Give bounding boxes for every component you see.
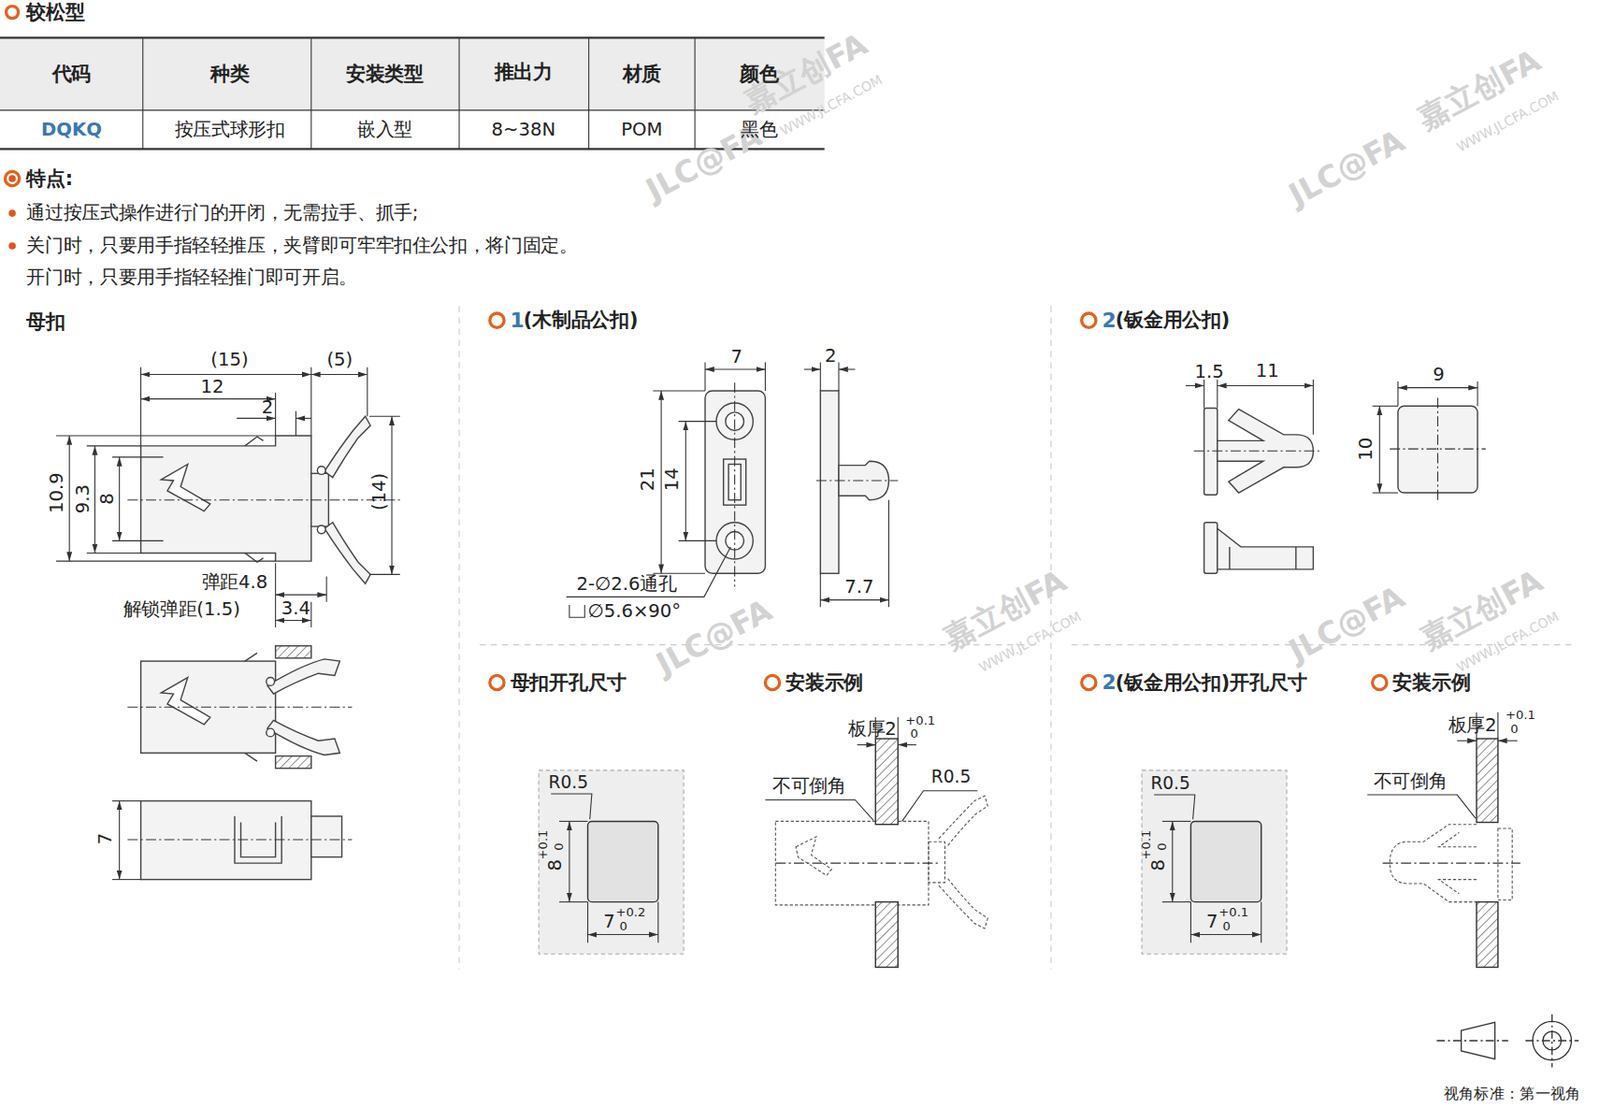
table-cell: DQKQ bbox=[41, 118, 102, 141]
table-cell: 推出力 bbox=[494, 61, 553, 85]
section-heading: (木制品公扣) bbox=[523, 309, 639, 332]
table-cell: 安装类型 bbox=[345, 63, 424, 87]
dimension-label: 1.5 bbox=[1194, 361, 1224, 384]
table-cell: 8~38N bbox=[490, 118, 556, 141]
dimension-label: 9 bbox=[1432, 363, 1444, 386]
table-cell: 种类 bbox=[210, 63, 249, 87]
dimension-label: 3.4 bbox=[281, 597, 311, 620]
dimension-label: 弹距4.8 bbox=[201, 572, 269, 594]
table-cell: 颜色 bbox=[739, 63, 779, 87]
dimension-label: 0 bbox=[1222, 920, 1230, 935]
dimension-label: +0.1 bbox=[1139, 830, 1154, 861]
table-cell: POM bbox=[620, 118, 663, 141]
dimension-label: 2 bbox=[261, 396, 274, 419]
note-text: 开门时，只要用手指轻轻推门即可开启。 bbox=[26, 267, 358, 289]
dimension-label: R0.5 bbox=[931, 767, 971, 788]
dimension-label: R0.5 bbox=[548, 772, 589, 793]
table-cell: 代码 bbox=[52, 63, 91, 87]
dimension-label: 14 bbox=[662, 467, 684, 491]
dimension-label: R0.5 bbox=[1150, 773, 1190, 793]
dimension-label: 2 bbox=[824, 345, 837, 368]
table-cell: 按压式球形扣 bbox=[174, 118, 286, 141]
section-heading: 母扣 bbox=[26, 311, 65, 334]
dimension-label: 0 bbox=[1155, 843, 1170, 851]
dimension-label: 0 bbox=[619, 920, 628, 935]
dimension-label: 8 bbox=[1147, 859, 1169, 871]
dimension-label: 11 bbox=[1255, 360, 1280, 383]
watermark: 嘉立创FA bbox=[1414, 563, 1549, 658]
section-heading: 1 bbox=[510, 308, 525, 332]
dimension-label: 0 bbox=[910, 727, 919, 742]
dimension-label: 板厚2 bbox=[1448, 715, 1498, 737]
dimension-label: 8 bbox=[96, 492, 118, 505]
dimension-label: 7 bbox=[94, 833, 116, 845]
dimension-label: 7 bbox=[1206, 910, 1218, 933]
dimension-label: 0 bbox=[1510, 722, 1518, 737]
page-title: 较松型 bbox=[26, 0, 85, 24]
dimension-label: 9.3 bbox=[72, 484, 94, 514]
note-text: 通过按压式操作进行门的开闭，无需拉手、抓手; bbox=[26, 202, 419, 225]
dimension-label: 2-∅2.6通孔 bbox=[576, 574, 678, 596]
table-cell: 材质 bbox=[622, 63, 662, 87]
dimension-label: 解锁弹距(1.5) bbox=[123, 598, 241, 620]
watermark: JLC@FA bbox=[1282, 579, 1411, 670]
dimension-label: +0.1 bbox=[536, 830, 551, 861]
watermark: 嘉立创FA bbox=[1412, 43, 1547, 137]
dimension-label: 21 bbox=[637, 467, 660, 491]
section-heading: (钣金用公扣)开孔尺寸 bbox=[1115, 671, 1309, 694]
dimension-label: 板厚2 bbox=[848, 719, 897, 741]
dimension-label: 10.9 bbox=[46, 472, 69, 514]
watermark: JLC@FA bbox=[1282, 123, 1411, 214]
watermark: 嘉立创FA bbox=[937, 563, 1072, 658]
dimension-label: +0.1 bbox=[905, 714, 936, 729]
table-cell: 黑色 bbox=[740, 118, 778, 141]
section-heading: 安装示例 bbox=[1392, 671, 1471, 694]
section-heading: 安装示例 bbox=[785, 671, 864, 694]
dimension-label: 8 bbox=[544, 859, 566, 871]
dimension-label: 12 bbox=[200, 375, 224, 398]
dimension-label: (15) bbox=[210, 349, 248, 372]
dimension-label: +0.1 bbox=[1218, 906, 1249, 921]
section-heading: 2 bbox=[1101, 670, 1116, 694]
dimension-label: +0.2 bbox=[615, 906, 646, 921]
dimension-label: 7 bbox=[731, 346, 743, 369]
table-cell: 嵌入型 bbox=[357, 118, 413, 141]
dimension-label: 7.7 bbox=[844, 576, 874, 598]
note-text: 关门时，只要用手指轻轻推压，夹臂即可牢牢扣住公扣，将门固定。 bbox=[26, 235, 577, 258]
section-heading: 特点: bbox=[26, 167, 73, 190]
dimension-label: +0.1 bbox=[1505, 708, 1536, 723]
section-heading: 母扣开孔尺寸 bbox=[510, 671, 627, 694]
section-heading: (钣金用公扣) bbox=[1115, 309, 1231, 332]
dimension-label: 7 bbox=[603, 910, 615, 933]
dimension-label: 10 bbox=[1355, 437, 1378, 462]
section-heading: 2 bbox=[1101, 308, 1116, 332]
dimension-label: (14) bbox=[369, 473, 391, 511]
dimension-label: 0 bbox=[553, 843, 568, 851]
dimension-label: (5) bbox=[326, 349, 353, 372]
dimension-label: 不可倒角 bbox=[772, 776, 847, 798]
note-text: 视角标准：第一视角 bbox=[1443, 1084, 1582, 1103]
dimension-label: ∅5.6×90° bbox=[588, 600, 682, 622]
dimension-label: 不可倒角 bbox=[1373, 771, 1448, 793]
